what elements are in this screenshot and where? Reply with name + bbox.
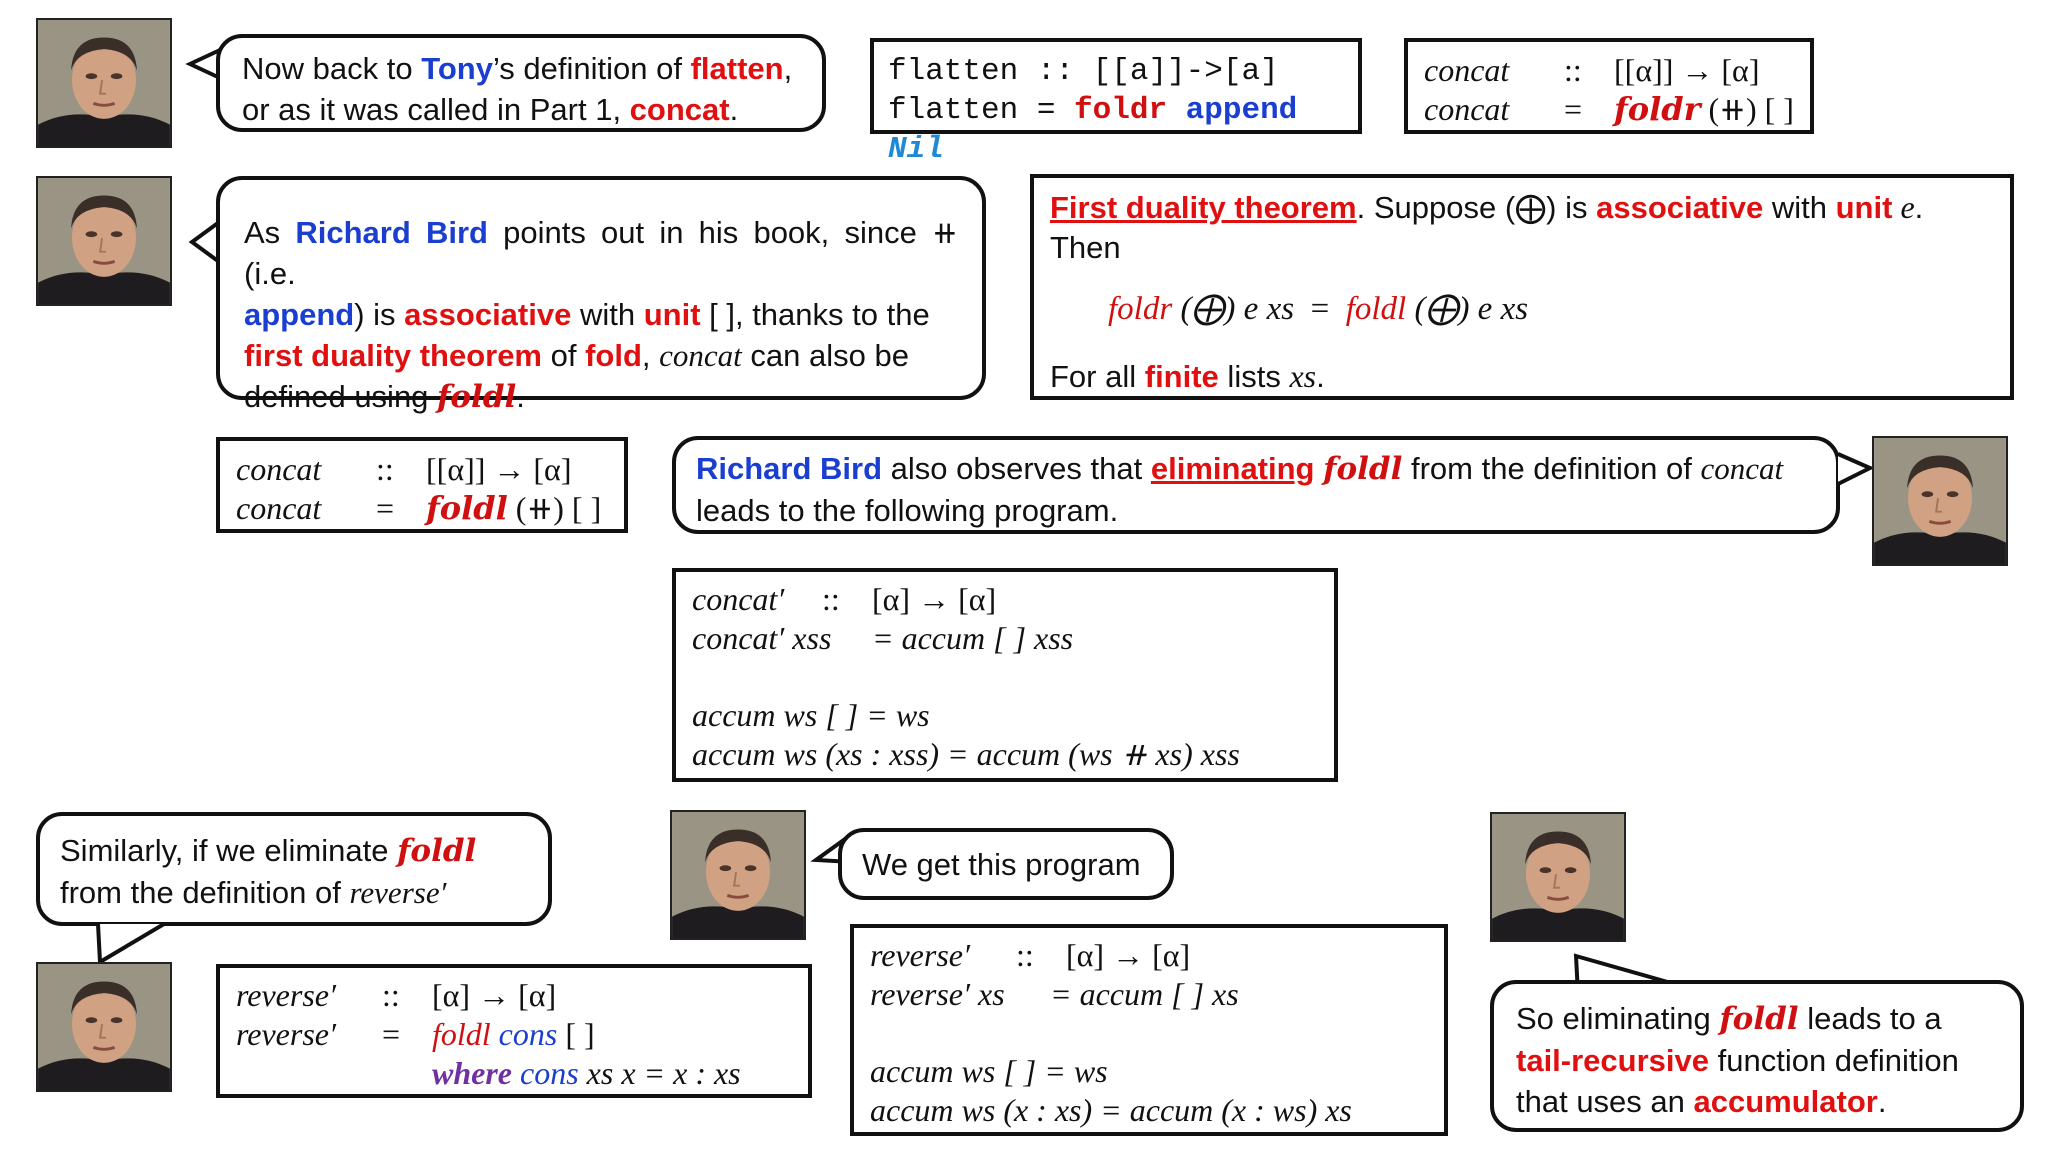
bubble-tail xyxy=(185,48,221,80)
person-photo-icon xyxy=(672,812,804,938)
code-line: where cons xs x = x : xs xyxy=(432,1055,741,1091)
code-line: reverse′ xs= accum [ ] xs xyxy=(870,976,1239,1012)
person-photo-icon xyxy=(38,964,170,1090)
code-line: accum ws (x : xs) = accum (x : ws) xs xyxy=(870,1092,1352,1128)
code-line: accum ws [ ] = ws xyxy=(870,1053,1108,1089)
theorem-footnote: For all finite lists xs. xyxy=(1050,358,1325,394)
theorem-equation: foldr (⨁) e xs = foldl (⨁) e xs xyxy=(1108,291,1529,327)
bubble-tail xyxy=(1837,452,1875,486)
reverse-prime-program-box: reverse′::[α] → [α] reverse′ xs= accum [… xyxy=(850,924,1448,1136)
code-line: flatten :: [[a]]->[a] xyxy=(888,54,1279,89)
avatar xyxy=(1872,436,2008,566)
speech-bubble-2: As Richard Bird points out in his book, … xyxy=(216,176,986,415)
concat-foldl-box: concat::[[α]] → [α] concat=foldl (⧺) [ ] xyxy=(216,437,628,533)
avatar xyxy=(36,962,172,1092)
avatar xyxy=(670,810,806,940)
speech-bubble-4: Similarly, if we eliminate foldl from th… xyxy=(36,812,552,926)
theorem-heading: First duality theorem. Suppose (⨁) is as… xyxy=(1050,189,1924,265)
code-line: reverse′::[α] → [α] xyxy=(870,937,1191,973)
code-line: concat′ xss= accum [ ] xss xyxy=(692,620,1074,656)
flatten-definition-box: flatten :: [[a]]->[a] flatten = foldr ap… xyxy=(870,38,1362,167)
code-line: concat::[[α]] → [α] concat=foldr (⧺) [ ] xyxy=(1424,52,1794,128)
code-line: flatten = foldr append Nil xyxy=(888,93,1298,167)
speech-bubble-5: We get this program xyxy=(838,828,1174,900)
person-photo-icon xyxy=(38,20,170,146)
code-line: concat′::[α] → [α] xyxy=(692,581,997,617)
code-line: reverse′::[α] → [α] reverse′=foldl cons … xyxy=(236,977,595,1052)
theorem-box: First duality theorem. Suppose (⨁) is as… xyxy=(1030,174,2014,400)
code-line: accum ws (xs : xss) = accum (ws ⧺ xs) xs… xyxy=(692,736,1240,772)
person-photo-icon xyxy=(1492,814,1624,940)
code-line: accum ws [ ] = ws xyxy=(692,697,930,733)
person-photo-icon xyxy=(1874,438,2006,564)
avatar xyxy=(36,176,172,306)
reverse-foldl-box: reverse′::[α] → [α] reverse′=foldl cons … xyxy=(216,964,812,1098)
avatar xyxy=(1490,812,1626,942)
concat-foldr-box: concat::[[α]] → [α] concat=foldr (⧺) [ ] xyxy=(1404,38,1814,134)
avatar xyxy=(36,18,172,148)
code-line: concat::[[α]] → [α] concat=foldl (⧺) [ ] xyxy=(236,451,602,527)
concat-prime-program-box: concat′::[α] → [α] concat′ xss= accum [ … xyxy=(672,568,1338,782)
speech-bubble-1: Now back to Tony’s definition of flatten… xyxy=(216,34,826,132)
person-photo-icon xyxy=(38,178,170,304)
speech-bubble-3: Richard Bird also observes that eliminat… xyxy=(672,436,1840,534)
bubble-tail xyxy=(188,218,224,266)
speech-bubble-6: So eliminating foldl leads to a tail-rec… xyxy=(1490,980,2024,1132)
